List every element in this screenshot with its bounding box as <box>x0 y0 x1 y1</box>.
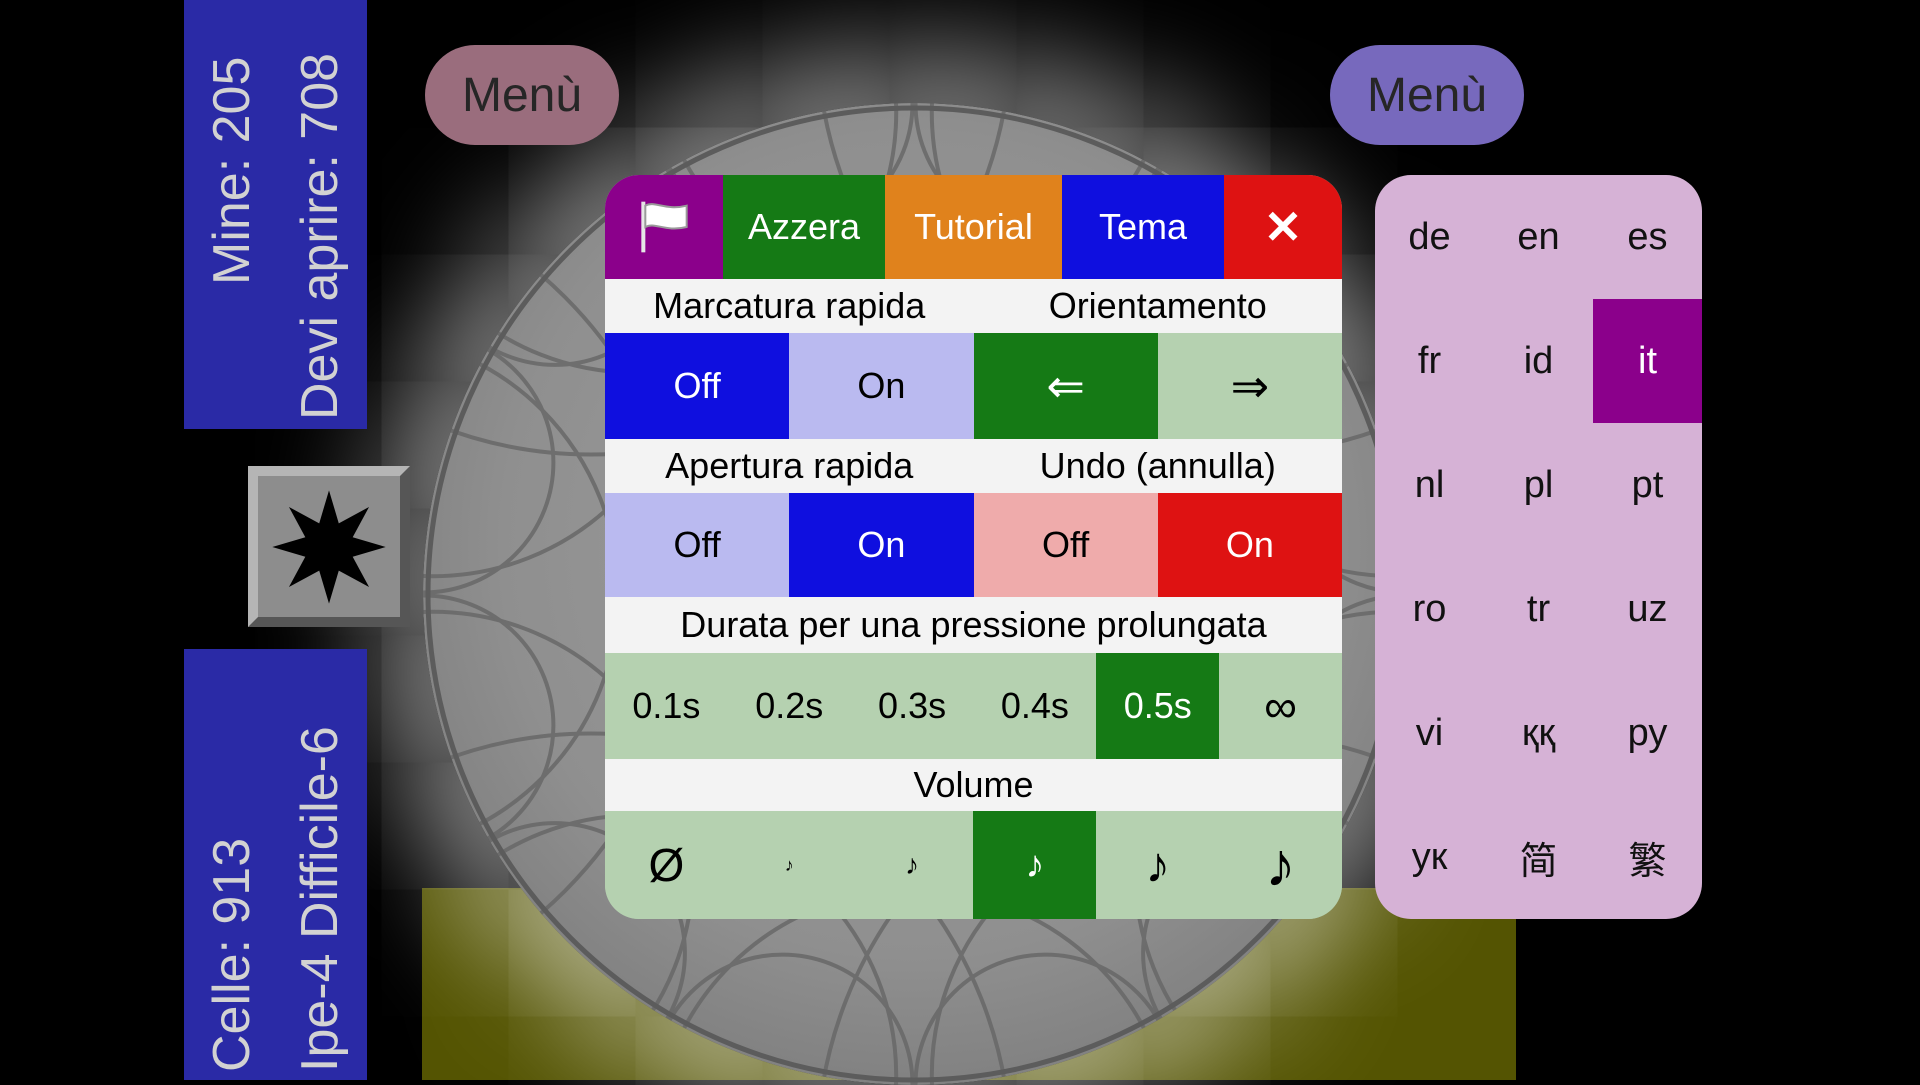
long-press-header: Durata per una pressione prolungata <box>605 597 1342 653</box>
lang-pt[interactable]: pt <box>1593 423 1702 547</box>
long-press-options-row: 0.1s 0.2s 0.3s 0.4s 0.5s ∞ <box>605 653 1342 759</box>
starburst-icon <box>265 483 393 611</box>
duration-03s-button[interactable]: 0.3s <box>851 653 974 759</box>
lang-en[interactable]: en <box>1484 175 1593 299</box>
lang-kk[interactable]: ққ <box>1484 671 1593 795</box>
duration-04s-button[interactable]: 0.4s <box>973 653 1096 759</box>
volume-options-row: Ø ♪ ♪ ♪ ♪ ♪ <box>605 811 1342 919</box>
volume-level-4-button[interactable]: ♪ <box>1096 811 1219 919</box>
quick-open-off-button[interactable]: Off <box>605 493 789 597</box>
duration-01s-button[interactable]: 0.1s <box>605 653 728 759</box>
flag-icon <box>632 195 696 259</box>
undo-off-button[interactable]: Off <box>974 493 1158 597</box>
duration-infinite-button[interactable]: ∞ <box>1219 653 1342 759</box>
azzera-button[interactable]: Azzera <box>723 175 885 279</box>
settings-toolbar: Azzera Tutorial Tema ✕ <box>605 175 1342 279</box>
quick-open-title: Apertura rapida <box>605 439 974 493</box>
volume-title: Volume <box>605 759 1342 811</box>
tema-button[interactable]: Tema <box>1062 175 1224 279</box>
flag-button[interactable] <box>605 175 723 279</box>
volume-level-5-button[interactable]: ♪ <box>1219 811 1342 919</box>
quick-mark-orientation-row: Off On ⇐ ⇒ <box>605 333 1342 439</box>
hud-to-open-label: Devi aprire: 708 <box>290 53 350 420</box>
lang-ro[interactable]: ro <box>1375 547 1484 671</box>
quick-mark-off-button[interactable]: Off <box>605 333 789 439</box>
volume-level-3-button[interactable]: ♪ <box>973 811 1096 919</box>
duration-02s-button[interactable]: 0.2s <box>728 653 851 759</box>
section-headers-1: Marcatura rapida Orientamento <box>605 279 1342 333</box>
volume-level-1-button[interactable]: ♪ <box>728 811 851 919</box>
duration-05s-button[interactable]: 0.5s <box>1096 653 1219 759</box>
lang-de[interactable]: de <box>1375 175 1484 299</box>
lang-uk[interactable]: ук <box>1375 795 1484 919</box>
lang-ru[interactable]: ру <box>1593 671 1702 795</box>
lang-es[interactable]: es <box>1593 175 1702 299</box>
language-panel: de en es fr id it nl pl pt ro tr uz vi қ… <box>1375 175 1702 919</box>
settings-panel: Azzera Tutorial Tema ✕ Marcatura rapida … <box>605 175 1342 919</box>
orientation-title: Orientamento <box>974 279 1343 333</box>
menu-right-button[interactable]: Menù <box>1330 45 1524 145</box>
lang-vi[interactable]: vi <box>1375 671 1484 795</box>
volume-level-2-button[interactable]: ♪ <box>851 811 974 919</box>
hud-cells-label: Celle: 913 <box>202 838 262 1072</box>
star-button[interactable] <box>248 466 410 627</box>
long-press-title: Durata per una pressione prolungata <box>605 597 1342 653</box>
lang-nl[interactable]: nl <box>1375 423 1484 547</box>
lang-it-selected[interactable]: it <box>1593 299 1702 423</box>
orientation-left-button[interactable]: ⇐ <box>974 333 1158 439</box>
lang-fr[interactable]: fr <box>1375 299 1484 423</box>
quick-open-on-button[interactable]: On <box>789 493 973 597</box>
section-headers-2: Apertura rapida Undo (annulla) <box>605 439 1342 493</box>
close-button[interactable]: ✕ <box>1224 175 1342 279</box>
lang-pl[interactable]: pl <box>1484 423 1593 547</box>
lang-zh-hans[interactable]: 简 <box>1484 795 1593 919</box>
volume-mute-button[interactable]: Ø <box>605 811 728 919</box>
volume-header: Volume <box>605 759 1342 811</box>
quick-mark-title: Marcatura rapida <box>605 279 974 333</box>
hud-mode-label: Ipe-4 Difficile-6 <box>290 726 350 1072</box>
quick-open-undo-row: Off On Off On <box>605 493 1342 597</box>
hud-mines-label: Mine: 205 <box>202 57 262 285</box>
orientation-right-button[interactable]: ⇒ <box>1158 333 1342 439</box>
menu-left-button[interactable]: Menù <box>425 45 619 145</box>
lang-zh-hant[interactable]: 繁 <box>1593 795 1702 919</box>
quick-mark-on-button[interactable]: On <box>789 333 973 439</box>
tutorial-button[interactable]: Tutorial <box>885 175 1062 279</box>
undo-on-button[interactable]: On <box>1158 493 1342 597</box>
lang-tr[interactable]: tr <box>1484 547 1593 671</box>
undo-title: Undo (annulla) <box>974 439 1343 493</box>
lang-id[interactable]: id <box>1484 299 1593 423</box>
lang-uz[interactable]: uz <box>1593 547 1702 671</box>
